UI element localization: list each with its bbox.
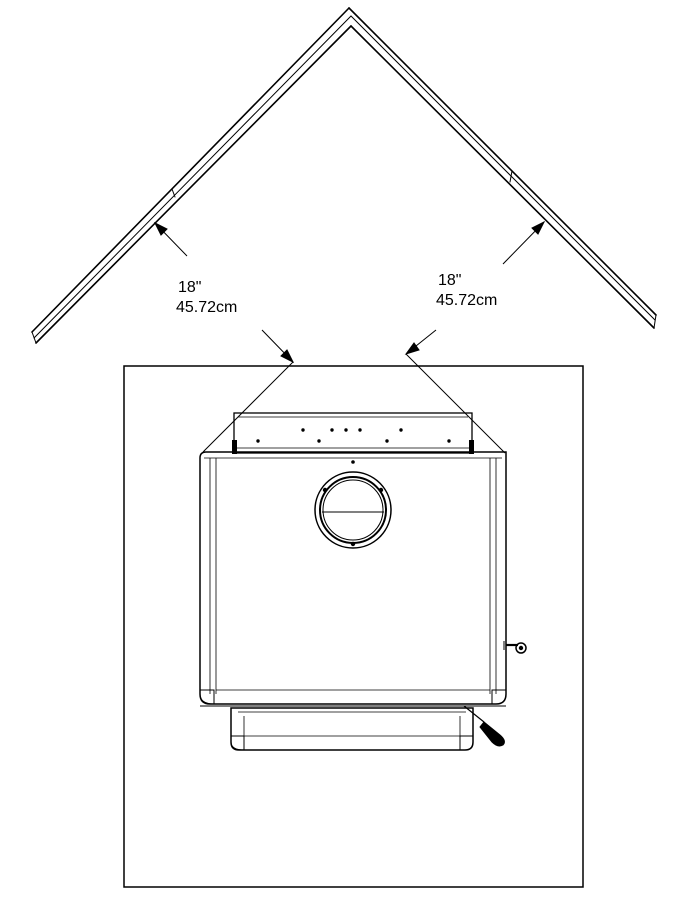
control-knob-icon [515,642,527,654]
left-arrowhead-wall [153,221,168,236]
stove-top-view [199,412,527,751]
stove-body [199,451,507,707]
ash-drawer [230,707,474,751]
rear-heat-shield [232,412,474,454]
side-air-control [503,641,527,654]
left-arrowhead-stove [280,349,295,364]
floor-protector [123,365,584,888]
left-wall [31,7,352,344]
right-wall [348,7,657,329]
corner-walls [31,7,657,344]
flue-collar [314,471,392,549]
front-handle [463,705,505,747]
left-clearance-imperial: 18" [178,279,201,296]
right-clearance-dimension [404,220,546,454]
right-arrowhead-stove [404,342,420,355]
right-clearance-metric: 45.72cm [436,292,497,309]
left-clearance-metric: 45.72cm [176,299,237,316]
right-clearance-imperial: 18" [438,272,461,289]
right-arrowhead-wall [531,220,546,235]
left-clearance-dimension [153,221,295,453]
